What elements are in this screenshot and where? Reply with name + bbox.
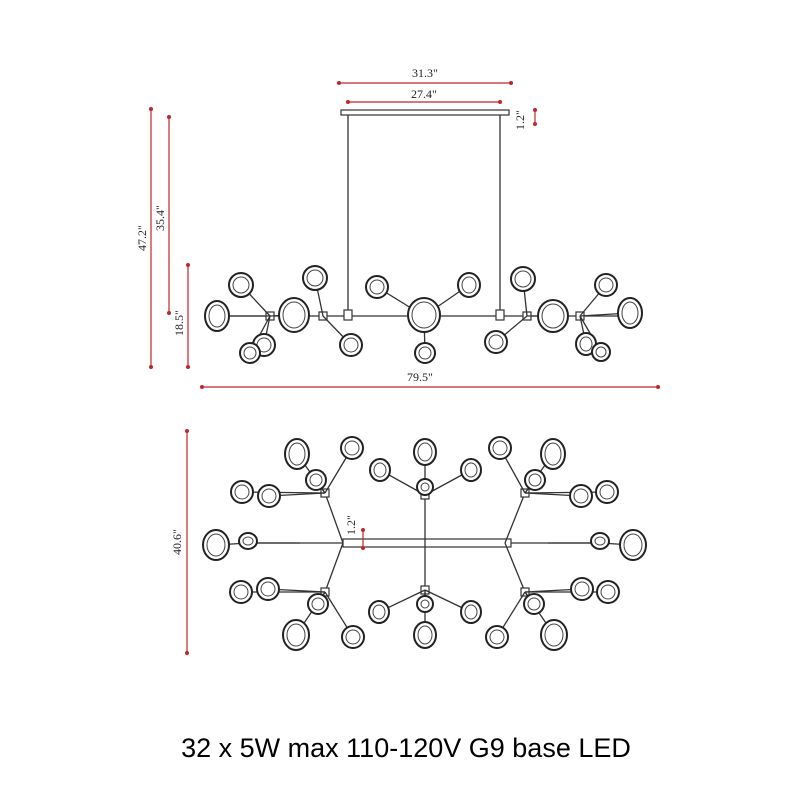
globe-lamp — [537, 299, 569, 333]
globe-lamp — [229, 580, 253, 604]
plan-view — [202, 436, 647, 651]
dim-inner-canopy-width: 27.4" — [411, 87, 437, 101]
globe-lamp — [369, 458, 391, 482]
globe-lamp — [416, 595, 434, 613]
globe-lamp — [302, 265, 328, 291]
globe-lamp — [413, 438, 437, 466]
dim-fixture-length: 79.5" — [407, 370, 433, 384]
globe-lamp — [524, 469, 546, 491]
branch-arm — [324, 492, 344, 544]
branch-arm — [504, 542, 526, 593]
globe-lamp — [596, 580, 620, 604]
globe-lamp — [202, 529, 230, 561]
globe-lamp — [523, 593, 545, 615]
branch-arm — [241, 491, 326, 494]
spec-caption: 32 x 5W max 110-120V G9 base LED — [181, 733, 631, 763]
globe-lamp — [407, 297, 441, 333]
globe-lamp — [230, 480, 254, 504]
globe-lamp — [540, 438, 566, 470]
globe-lamp — [619, 529, 647, 561]
plan-globes — [202, 436, 647, 651]
globe-lamp — [484, 330, 508, 354]
globe-lamp — [257, 484, 281, 508]
globe-lamp — [278, 297, 310, 333]
globe-lamp — [595, 480, 619, 504]
branch-arm — [324, 542, 344, 593]
globe-lamp — [570, 577, 594, 601]
globe-lamp — [510, 266, 536, 292]
globe-lamp — [305, 469, 327, 491]
globe-lamp — [488, 436, 512, 460]
globe-lamp — [591, 342, 611, 362]
bar-clamp-right — [495, 309, 505, 321]
branch-arm — [524, 491, 608, 494]
globe-lamp — [339, 333, 363, 357]
canopy — [340, 109, 510, 116]
globe-lamp — [416, 478, 434, 496]
side-elevation — [204, 109, 643, 364]
dim-canopy-height: 1.2" — [513, 110, 527, 130]
globe-lamp — [460, 458, 482, 482]
globe-lamp — [228, 272, 254, 298]
dim-top-canopy-width: 31.3" — [412, 66, 438, 80]
globe-lamp — [617, 297, 643, 329]
globe-lamp — [413, 621, 437, 649]
dim-drop-height: 35.4" — [153, 205, 167, 231]
globe-lamp — [368, 600, 390, 624]
side-dimensions: 31.3" 27.4" 1.2" 47.2" 35.4" 18.5" 79.5" — [135, 66, 660, 389]
globe-lamp — [204, 300, 230, 332]
globe-lamp — [284, 438, 310, 470]
plan-center-bar — [342, 538, 512, 548]
dim-total-height: 47.2" — [135, 225, 149, 251]
globe-lamp — [341, 625, 365, 649]
globe-lamp — [282, 619, 310, 651]
bar-clamp-left — [343, 309, 353, 321]
globe-lamp — [460, 600, 482, 624]
globe-lamp — [238, 532, 258, 550]
globe-lamp — [239, 342, 261, 364]
dim-center-bar-height: 1.2" — [344, 515, 358, 535]
globe-lamp — [414, 342, 436, 364]
dim-fixture-height: 18.5" — [172, 310, 186, 336]
globe-lamp — [485, 625, 509, 649]
dim-fixture-depth: 40.6" — [170, 529, 184, 555]
globe-lamp — [590, 532, 610, 550]
globe-lamp — [457, 272, 481, 298]
plan-dimensions: 40.6" 1.2" — [170, 429, 365, 655]
globe-lamp — [256, 577, 280, 601]
globe-lamp — [365, 275, 389, 299]
side-globes — [204, 265, 643, 364]
globe-lamp — [594, 273, 618, 297]
globe-lamp — [569, 484, 593, 508]
globe-lamp — [540, 619, 568, 651]
globe-lamp — [340, 436, 364, 460]
branch-arm — [504, 492, 526, 544]
globe-lamp — [307, 593, 329, 615]
